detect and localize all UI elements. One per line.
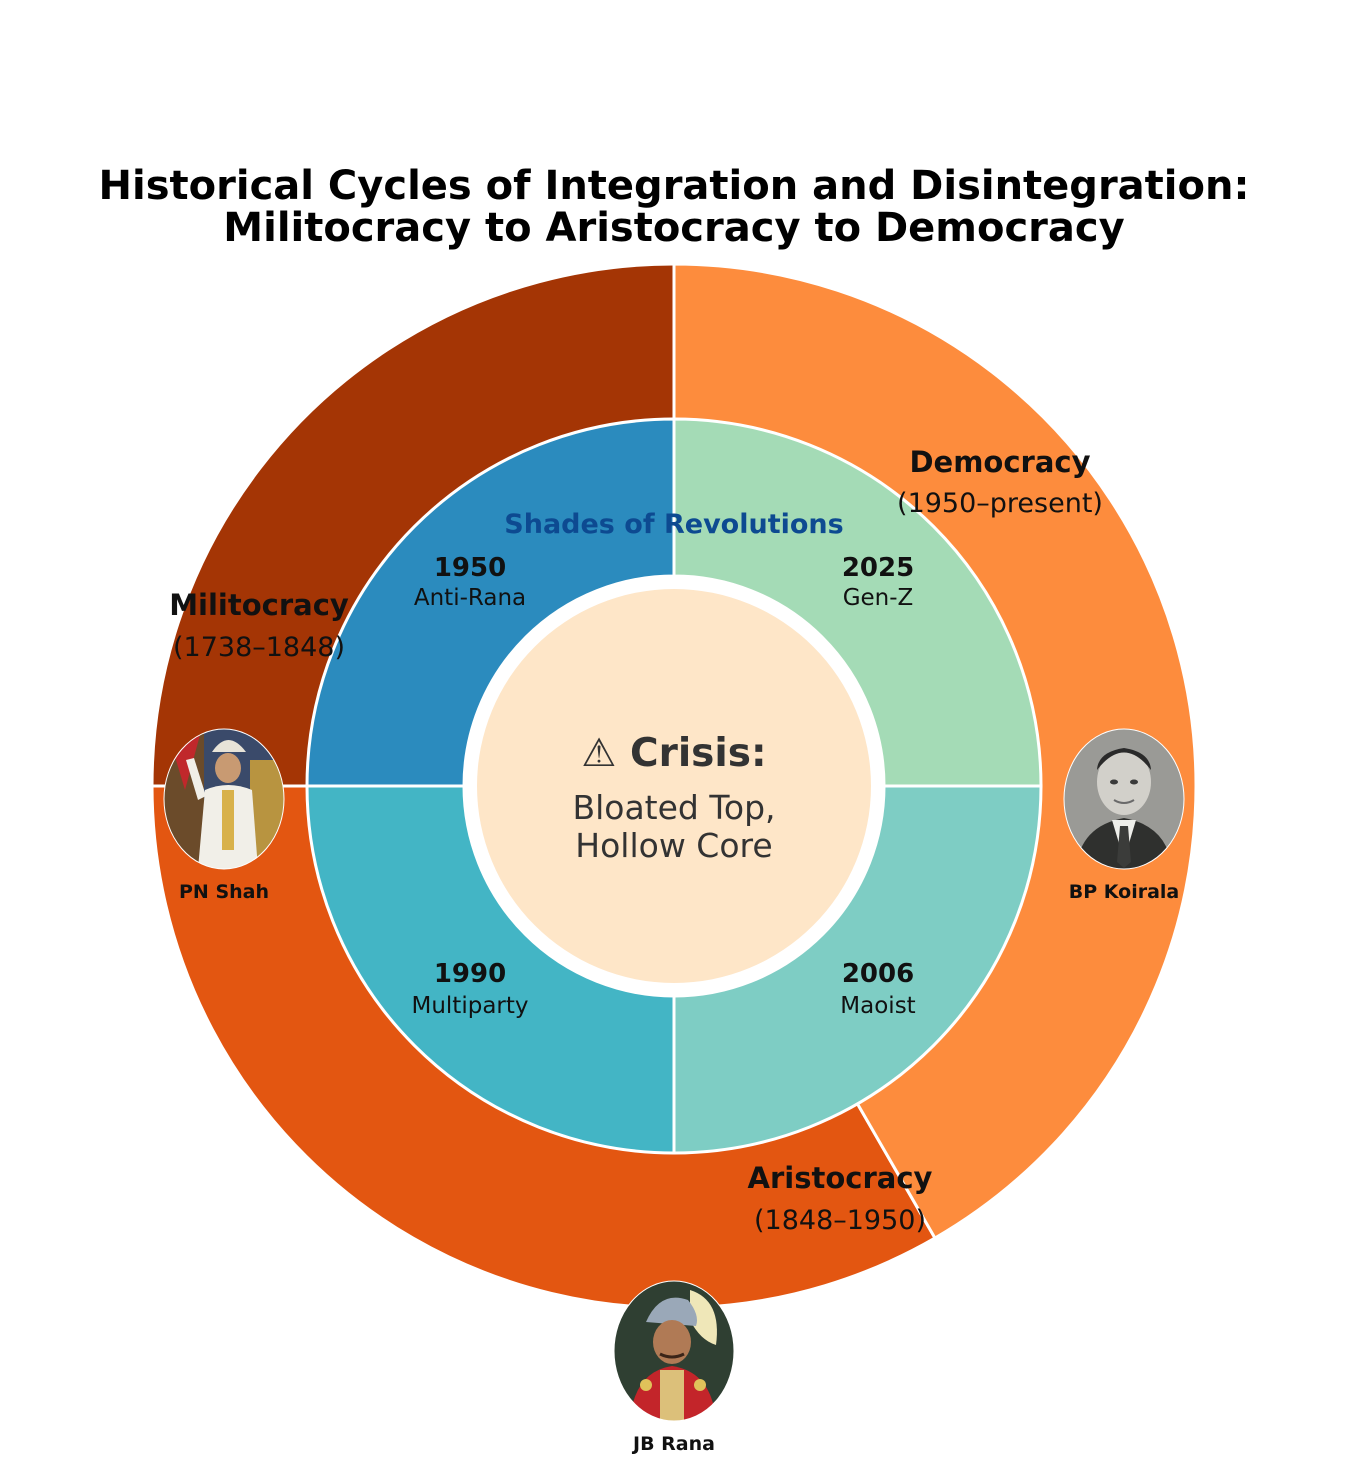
aristocracy-label: Aristocracy [748, 1161, 933, 1195]
crisis-line-1: Bloated Top, [572, 788, 775, 827]
revolution-2006-year: 2006 [842, 959, 914, 989]
title-line-1: Historical Cycles of Integration and Dis… [99, 163, 1250, 209]
bp-koirala-name: BP Koirala [1069, 881, 1180, 903]
militocracy-label: Militocracy [169, 588, 349, 622]
jb-rana-portrait [614, 1281, 734, 1421]
center-disc [477, 589, 871, 983]
aristocracy-period: (1848–1950) [754, 1205, 926, 1236]
crisis-line-2: Hollow Core [575, 826, 772, 865]
democracy-period: (1950–present) [897, 488, 1103, 519]
bp-koirala-portrait [1064, 729, 1184, 869]
revolution-1950-year: 1950 [434, 553, 506, 583]
revolution-1990-year: 1990 [434, 959, 506, 989]
title-line-2: Militocracy to Aristocracy to Democracy [223, 205, 1124, 251]
pn-shah-portrait [164, 729, 284, 869]
jb-rana-name: JB Rana [631, 1433, 715, 1455]
crisis-heading: ⚠ Crisis: [581, 731, 766, 776]
revolution-1990-label: Multiparty [412, 993, 529, 1019]
revolution-2025-label: Gen-Z [843, 585, 914, 611]
revolution-2006-label: Maoist [840, 993, 915, 1019]
revolution-2025-year: 2025 [842, 553, 914, 583]
revolution-1950-label: Anti-Rana [414, 585, 526, 611]
inner-ring-title: Shades of Revolutions [504, 509, 843, 540]
democracy-label: Democracy [909, 445, 1090, 479]
militocracy-period: (1738–1848) [173, 632, 345, 663]
pn-shah-name: PN Shah [179, 881, 269, 903]
